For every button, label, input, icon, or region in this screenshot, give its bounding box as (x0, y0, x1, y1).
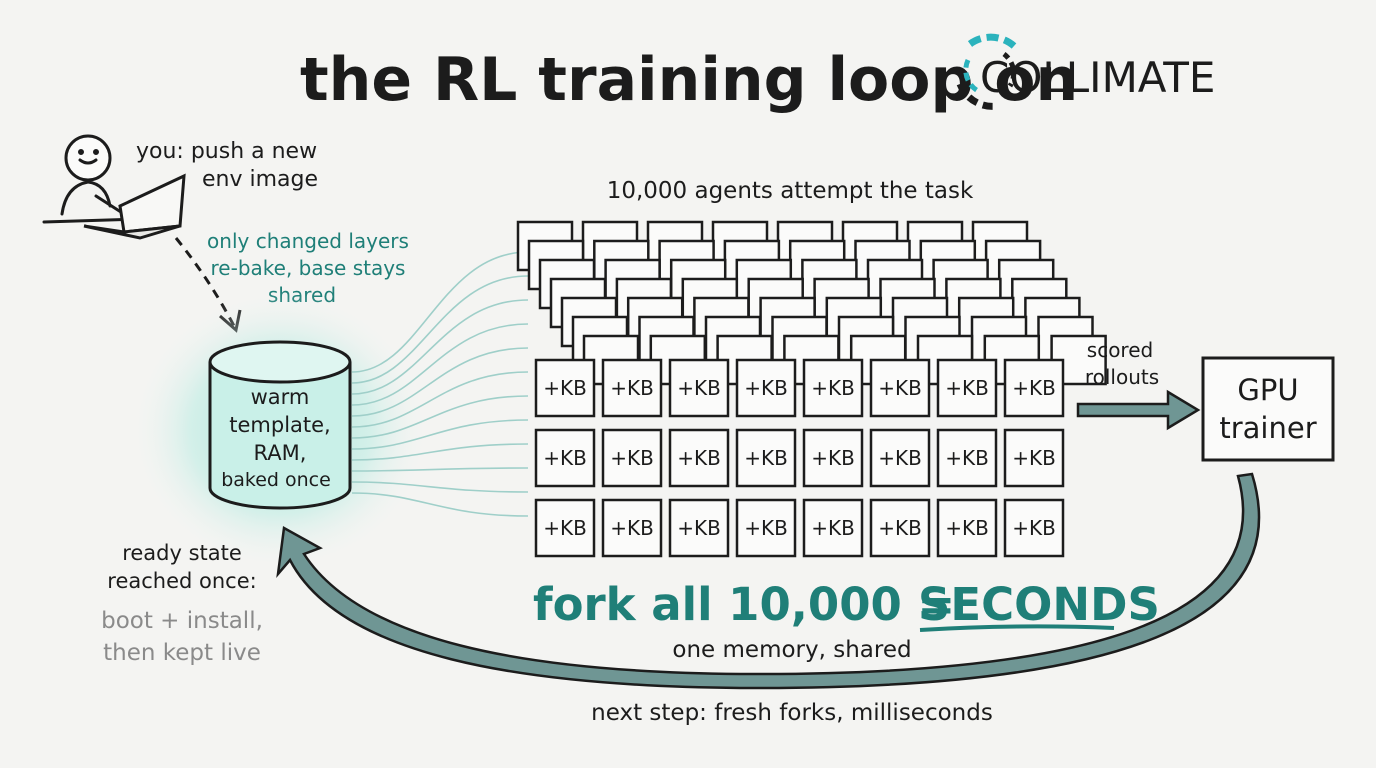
agent-card (936, 428, 998, 488)
user-caption-line2: env image (202, 167, 318, 192)
template-line3: RAM, (254, 441, 307, 465)
fan-line (351, 323, 529, 406)
template-line1: warm (251, 385, 310, 409)
layers-note-line2: re-bake, base stays (211, 256, 406, 280)
agent-card-label: +KB (744, 516, 788, 540)
template-label: warm template, RAM, baked once (221, 385, 331, 491)
agent-card (735, 358, 797, 418)
agent-card (936, 358, 998, 418)
fork-fan-lines (351, 251, 529, 517)
agent-card (1003, 358, 1065, 418)
fork-statement: fork all 10,000 = SECONDS one memory, sh… (533, 578, 1160, 663)
collimate-logo-icon (956, 33, 1017, 110)
fan-line (351, 299, 529, 395)
fork-sub: one memory, shared (672, 637, 911, 663)
agent-card-label: +KB (878, 516, 922, 540)
agent-card (802, 498, 864, 558)
agent-card (869, 428, 931, 488)
agent-card (534, 428, 596, 488)
ready-note: ready state reached once: boot + install… (101, 541, 263, 666)
fan-line (351, 251, 529, 373)
rollouts-line2: rollouts (1085, 365, 1159, 389)
loop-arrow (276, 472, 1261, 690)
agent-card (802, 358, 864, 418)
title-group: the RL training loop on COLLIMATE (300, 33, 1215, 115)
fan-line (351, 419, 529, 450)
fan-line (351, 467, 529, 472)
agent-card (534, 358, 596, 418)
agent-card-label: +KB (878, 446, 922, 470)
agent-card (869, 498, 931, 558)
gpu-trainer-box (1201, 356, 1335, 462)
agent-card (601, 498, 663, 558)
layers-note-line1: only changed layers (207, 229, 409, 253)
agents-caption: 10,000 agents attempt the task (607, 178, 974, 204)
user-caption-line1: you: push a new (136, 139, 317, 164)
ready-line4: then kept live (103, 640, 261, 666)
agent-card-label: +KB (744, 376, 788, 400)
agent-card (668, 498, 730, 558)
agent-card-label: +KB (677, 376, 721, 400)
agent-card-label: +KB (610, 376, 654, 400)
agent-card-label: +KB (610, 516, 654, 540)
fork-prefix: fork all 10,000 = (533, 578, 955, 631)
fan-line (351, 347, 529, 417)
agent-card-label: +KB (945, 376, 989, 400)
trainer-line2: trainer (1219, 411, 1316, 445)
fan-line (351, 443, 529, 461)
database-cylinder-icon (208, 340, 352, 510)
ready-line2: reached once: (107, 569, 256, 593)
rollouts-line1: scored (1087, 338, 1153, 362)
emphasis-underline (919, 624, 1115, 632)
fan-line (351, 371, 529, 428)
agent-card (936, 498, 998, 558)
agent-card-label: +KB (744, 446, 788, 470)
agent-card-label: +KB (811, 446, 855, 470)
agent-card-label: +KB (677, 446, 721, 470)
agent-card-label: +KB (945, 446, 989, 470)
agent-card (735, 428, 797, 488)
agent-card (1003, 498, 1065, 558)
agent-card-label: +KB (677, 516, 721, 540)
agent-card-label: +KB (610, 446, 654, 470)
agent-card (869, 358, 931, 418)
agent-card (802, 428, 864, 488)
agent-card-grid: +KB +KB +KB +KB +KB +KB +KB +KB +KB +KB +KB +KB +KB +… (534, 358, 1065, 558)
fan-line (351, 395, 529, 439)
agent-card-label: +KB (811, 516, 855, 540)
agent-card-label: +KB (543, 516, 587, 540)
fan-line (351, 275, 529, 384)
trainer-line1: GPU (1237, 373, 1298, 407)
agent-card-label: +KB (1012, 516, 1056, 540)
agent-card (735, 498, 797, 558)
template-line2: template, (229, 413, 330, 437)
fan-line (351, 492, 529, 517)
agent-card (668, 428, 730, 488)
brand-name: COLLIMATE (980, 53, 1215, 102)
agent-card-label: +KB (878, 376, 922, 400)
agent-card (1003, 428, 1065, 488)
loop-caption: next step: fresh forks, milliseconds (591, 700, 993, 726)
ready-line3: boot + install, (101, 608, 263, 634)
title-text: the RL training loop on (300, 45, 1078, 115)
agent-card (534, 498, 596, 558)
agent-card-label: +KB (543, 446, 587, 470)
agent-card-label: +KB (543, 376, 587, 400)
agent-card-label: +KB (811, 376, 855, 400)
agent-card-label: +KB (1012, 446, 1056, 470)
fan-line (351, 481, 529, 493)
agent-card (601, 428, 663, 488)
agent-card (601, 358, 663, 418)
template-line4: baked once (221, 469, 331, 491)
fork-emphasis: SECONDS (918, 578, 1160, 631)
ready-line1: ready state (122, 541, 242, 565)
agent-card-label: +KB (945, 516, 989, 540)
person-at-laptop-icon (42, 134, 186, 240)
rollouts-arrow (1076, 389, 1201, 431)
agent-card-label: +KB (1012, 376, 1056, 400)
agent-card (668, 358, 730, 418)
